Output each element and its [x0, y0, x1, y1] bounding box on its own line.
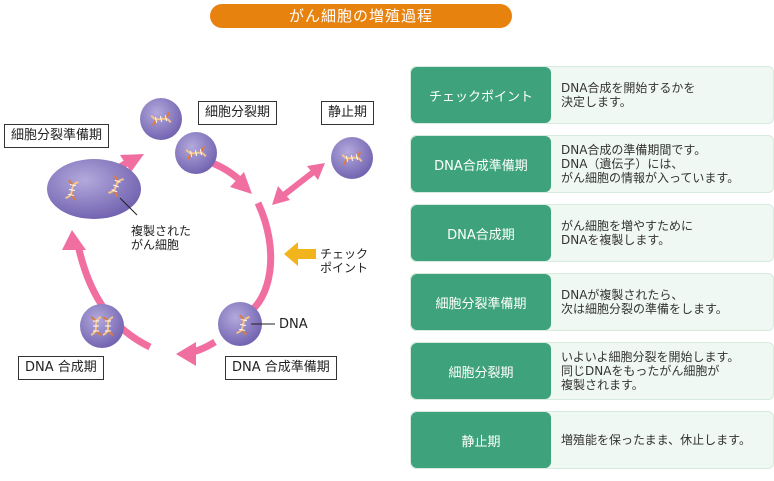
checkpoint-line-1: チェック: [320, 247, 369, 261]
cell-dna-synthesis: [80, 304, 124, 348]
page-title: がん細胞の増殖過程: [210, 4, 512, 28]
phase-description: DNA合成を開始するかを 決定します。: [561, 81, 696, 109]
checkpoint-line-2: ポイント: [320, 261, 369, 275]
phase-description: がん細胞を増やすために DNAを複製します。: [561, 219, 694, 247]
phase-description: いよいよ細胞分裂を開始します。 同じDNAをもったがん細胞が 複製されます。: [561, 350, 740, 392]
phase-name: 細胞分裂期: [411, 343, 551, 399]
checkpoint-arrow: [284, 242, 316, 266]
list-item: チェックポイント DNA合成を開始するかを 決定します。: [410, 66, 774, 124]
resting-double-arrow: [272, 163, 325, 205]
phase-label-dna-synthesis: DNA 合成期: [18, 356, 104, 380]
phase-description: DNAが複製されたら、 次は細胞分裂の準備をします。: [561, 288, 728, 316]
phase-name: 静止期: [411, 412, 551, 468]
phase-label-prep-division: 細胞分裂準備期: [4, 124, 110, 148]
phase-name: DNA合成期: [411, 205, 551, 261]
list-item: 静止期 増殖能を保ったまま、休止します。: [410, 411, 774, 469]
cycle-arrowheads: [62, 154, 252, 366]
dna-label: DNA: [279, 317, 308, 332]
cell-g1: [218, 302, 275, 346]
list-item: 細胞分裂期 いよいよ細胞分裂を開始します。 同じDNAをもったがん細胞が 複製さ…: [410, 342, 774, 400]
cell-cycle-diagram: 細胞分裂期 静止期 細胞分裂準備期 DNA 合成期 DNA 合成準備期 複製され…: [4, 98, 375, 380]
cell-dividing: [140, 98, 217, 174]
list-item: DNA合成準備期 DNA合成の準備期間です。 DNA（遺伝子）には、 がん細胞の…: [410, 135, 774, 193]
phase-description: 増殖能を保ったまま、休止します。: [561, 433, 751, 447]
replicated-cell-label: 複製された がん細胞: [131, 224, 191, 252]
list-item: 細胞分裂準備期 DNAが複製されたら、 次は細胞分裂の準備をします。: [410, 273, 774, 331]
phase-label-resting: 静止期: [321, 101, 375, 125]
list-item: DNA合成期 がん細胞を増やすために DNAを複製します。: [410, 204, 774, 262]
checkpoint-label: チェック ポイント: [320, 247, 368, 275]
phase-label-division: 細胞分裂期: [198, 101, 278, 125]
phase-label-dna-prep: DNA 合成準備期: [225, 356, 337, 380]
phase-name: DNA合成準備期: [411, 136, 551, 192]
cell-cycle-graphic: [47, 98, 373, 366]
phase-name: 細胞分裂準備期: [411, 274, 551, 330]
cell-resting: [331, 137, 373, 179]
replicated-line-2: がん細胞: [131, 238, 180, 252]
phase-name: チェックポイント: [411, 67, 551, 123]
replicated-line-1: 複製された: [131, 224, 192, 238]
cell-prep-division: [47, 159, 141, 219]
phase-description: DNA合成の準備期間です。 DNA（遺伝子）には、 がん細胞の情報が入っています…: [561, 143, 740, 185]
